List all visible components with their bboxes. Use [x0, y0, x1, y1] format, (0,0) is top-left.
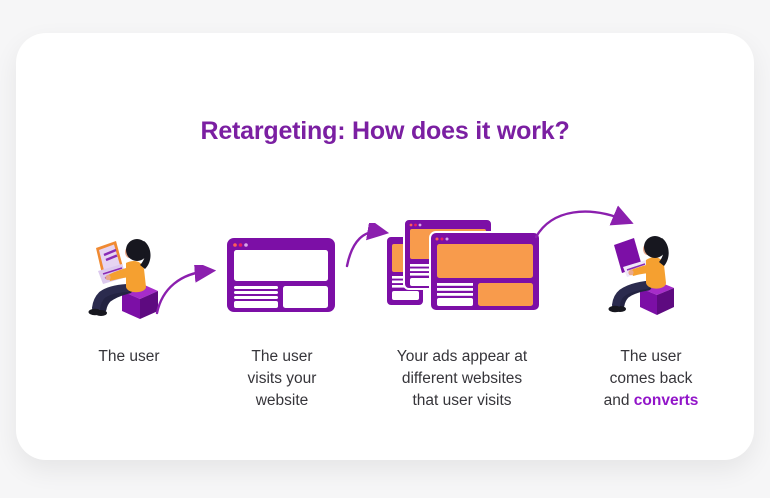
step-label-user: The user [44, 346, 214, 368]
label-line: visits your [247, 370, 317, 387]
step-label-converts: The user comes back and converts [566, 346, 736, 412]
label-line: Your ads appear at [396, 348, 528, 365]
curved-arrow-icon [155, 265, 217, 315]
torso [646, 257, 666, 289]
hand [105, 274, 111, 281]
converts-highlight: converts [633, 392, 699, 409]
curved-arrow-icon [534, 205, 634, 239]
window-controls-icon [233, 243, 248, 247]
torso [126, 261, 146, 293]
person-laptop-illustration [88, 239, 158, 319]
shoe-front [88, 308, 102, 316]
shoe-front [608, 305, 622, 313]
label-text: and [603, 392, 634, 409]
label-line: that user visits [412, 392, 512, 409]
label-line: different websites [401, 370, 523, 387]
label-line: comes back [609, 370, 693, 387]
hero-block [234, 250, 328, 281]
text-line [234, 296, 278, 299]
arm [631, 264, 652, 276]
hair-back [140, 241, 151, 269]
label-line: The user [251, 348, 313, 365]
text-line [234, 286, 278, 289]
step-label-ads-appear: Your ads appear at different websites th… [362, 346, 562, 412]
infographic-card: Retargeting: How does it work? [16, 33, 754, 460]
browser-window-illustration [227, 238, 335, 312]
text-line [234, 291, 278, 294]
label-line: and converts [566, 390, 736, 412]
label-line: The user [98, 348, 160, 365]
ad-window-front [429, 231, 541, 312]
content-block [283, 286, 328, 308]
arm [108, 267, 132, 281]
step-label-visits-website: The user visits your website [197, 346, 367, 412]
content-block [234, 301, 278, 308]
leg-front [92, 284, 131, 312]
label-line: website [255, 392, 309, 409]
person-laptop-illustration [608, 236, 674, 315]
hand [628, 269, 634, 276]
infographic-title: Retargeting: How does it work? [200, 117, 570, 145]
hair-back [659, 238, 669, 266]
stacked-ad-windows-illustration [385, 218, 541, 312]
leg-front [612, 281, 650, 309]
curved-arrow-icon [345, 223, 390, 268]
label-line: The user [620, 348, 682, 365]
